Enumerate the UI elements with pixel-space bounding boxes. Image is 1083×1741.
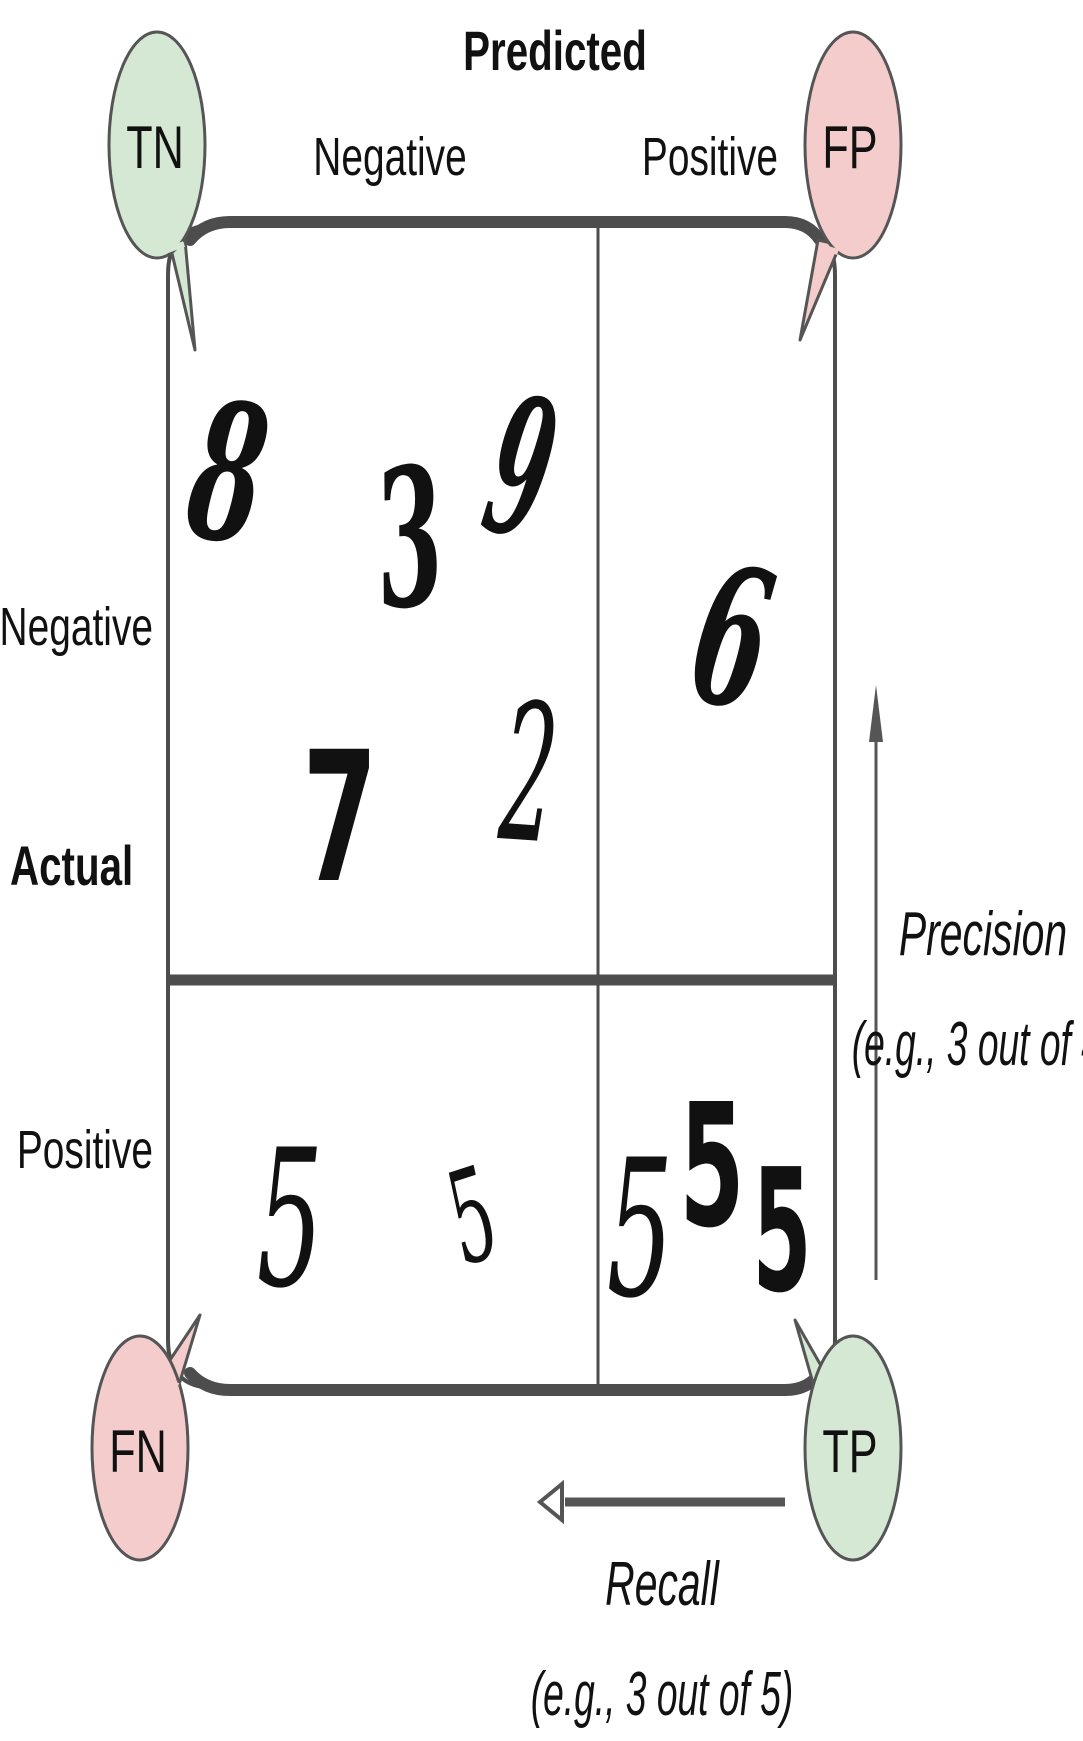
fn-label: FN — [109, 1419, 167, 1486]
recall-arrow-head — [536, 1479, 564, 1525]
tp-label: TP — [822, 1419, 877, 1486]
row-label-positive: Positive — [17, 1119, 153, 1180]
precision-arrow-head — [869, 685, 883, 742]
predicted-axis-label: Predicted — [463, 21, 647, 83]
tn-bubble-body — [107, 30, 207, 260]
recall-annotation: Recall (e.g., 3 out of 5) — [531, 1479, 794, 1728]
fp-label: FP — [822, 115, 877, 182]
column-label-positive: Positive — [642, 126, 778, 187]
tn-bubble: TN — [107, 30, 207, 352]
fp-bubble: FP — [798, 30, 903, 342]
precision-label: Precision — [899, 900, 1067, 970]
digit-sample: 5 — [257, 1110, 323, 1331]
true-positive-cell: 5 5 5 — [607, 1069, 812, 1341]
fn-bubble: FN — [90, 1313, 202, 1562]
actual-axis-label: Actual — [10, 836, 133, 898]
digit-sample: 5 — [752, 1132, 811, 1331]
fn-bubble-body — [90, 1334, 190, 1562]
digit-sample: 7 — [302, 714, 377, 924]
digit-sample: 5 — [679, 1069, 744, 1266]
precision-example: (e.g., 3 out of 4) — [852, 1009, 1083, 1078]
row-label-negative: Negative — [0, 596, 153, 657]
tp-bubble: TP — [793, 1318, 903, 1562]
column-label-negative: Negative — [313, 126, 466, 187]
tn-label: TN — [126, 115, 184, 182]
digit-sample: 5 — [607, 1120, 673, 1341]
matrix-top-edge — [184, 216, 826, 246]
tp-bubble-body — [803, 1334, 903, 1562]
recall-label: Recall — [605, 1550, 720, 1620]
fp-bubble-body — [803, 30, 903, 260]
precision-annotation: Precision (e.g., 3 out of 4) — [852, 685, 1083, 1280]
recall-example: (e.g., 3 out of 5) — [531, 1659, 794, 1728]
